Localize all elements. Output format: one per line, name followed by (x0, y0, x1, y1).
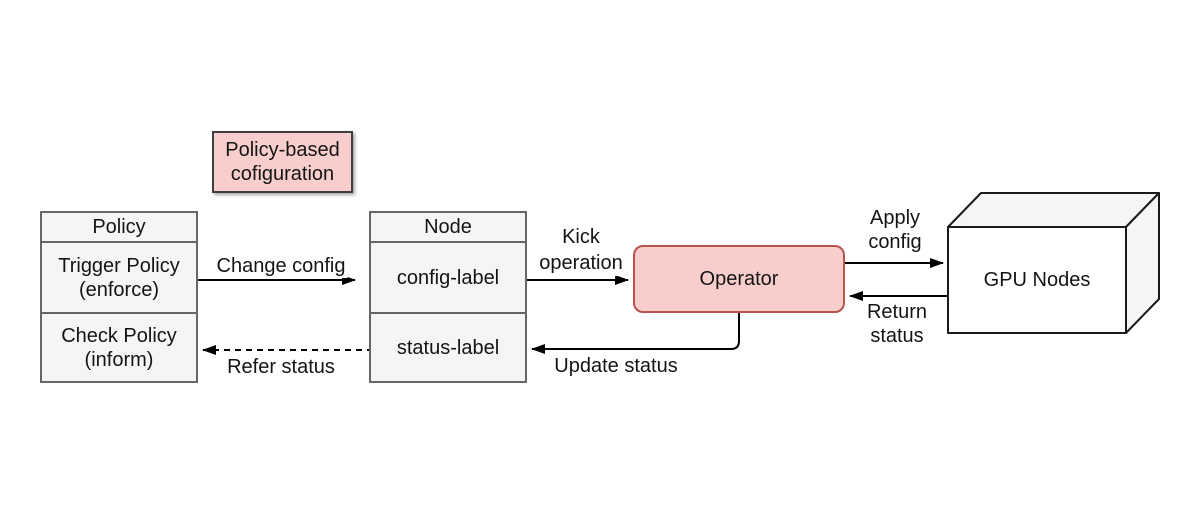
operator-node: Operator (633, 245, 845, 313)
cube-top-face (947, 192, 1160, 228)
title-box: Policy-based cofiguration (212, 131, 353, 193)
return-status-label: Return status (864, 300, 930, 348)
gpu-nodes-label: GPU Nodes (983, 268, 1091, 291)
change-config-label: Change config (214, 254, 348, 278)
node-table: Node config-label status-label (369, 211, 527, 383)
policy-table: Policy Trigger Policy (enforce) Check Po… (40, 211, 198, 383)
apply-config-label: Apply config (866, 206, 924, 254)
cube-front-face (947, 226, 1127, 334)
kick-operation-label: Kick operation (537, 224, 625, 276)
policy-row-trigger: Trigger Policy (enforce) (42, 243, 196, 314)
update-status-arrow (531, 313, 740, 354)
node-row-config-label: config-label (371, 243, 525, 314)
node-table-header: Node (371, 213, 525, 243)
node-row-status-label: status-label (396, 336, 500, 359)
refer-status-label: Refer status (225, 355, 337, 379)
update-status-label: Update status (552, 354, 680, 378)
gpu-nodes-cube (947, 192, 1160, 334)
policy-row-check: Check Policy (inform) (61, 324, 177, 371)
policy-table-header: Policy (42, 213, 196, 243)
